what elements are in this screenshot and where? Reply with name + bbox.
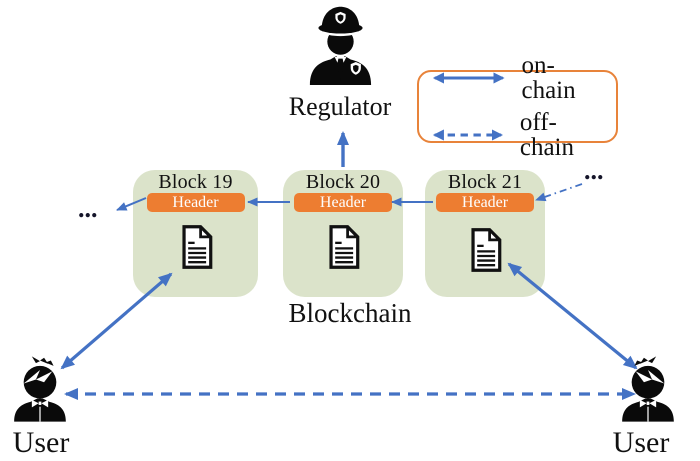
block-19: Block 19 Header bbox=[133, 170, 258, 297]
block-19-title: Block 19 bbox=[158, 171, 233, 193]
onchain-solid-arrow-icon bbox=[432, 72, 505, 84]
block-20: Block 20 Header bbox=[283, 170, 403, 297]
block-19-header: Header bbox=[146, 193, 245, 212]
document-icon bbox=[181, 225, 212, 269]
legend-box: on-chain off-chain bbox=[417, 53, 618, 160]
onchain-label: on-chain bbox=[521, 52, 576, 104]
legend-row-onchain: on-chain bbox=[431, 53, 604, 103]
block-20-title: Block 20 bbox=[305, 171, 381, 193]
block-21: Block 21 Header bbox=[425, 170, 545, 297]
user-right-icon bbox=[622, 356, 674, 422]
user-left-icon bbox=[14, 356, 66, 422]
offchain-label: off-chain bbox=[519, 109, 574, 161]
document-icon bbox=[471, 228, 502, 272]
regulator-label: Regulator bbox=[288, 92, 392, 121]
block-20-header: Header bbox=[294, 193, 392, 212]
document-icon bbox=[329, 225, 360, 269]
blockchain-label: Blockchain bbox=[288, 298, 412, 328]
user-left-label: User bbox=[12, 426, 70, 459]
chain-ellipsis-right: ... bbox=[584, 156, 604, 185]
block-21-title: Block 21 bbox=[447, 171, 523, 193]
legend-row-offchain: off-chain bbox=[431, 110, 604, 160]
block-21-header: Header bbox=[436, 193, 534, 212]
chain-ellipsis-left: ... bbox=[78, 194, 98, 223]
user-right-label: User bbox=[612, 426, 670, 459]
offchain-dashed-arrow-icon bbox=[432, 129, 503, 141]
police-officer-icon bbox=[309, 6, 372, 85]
